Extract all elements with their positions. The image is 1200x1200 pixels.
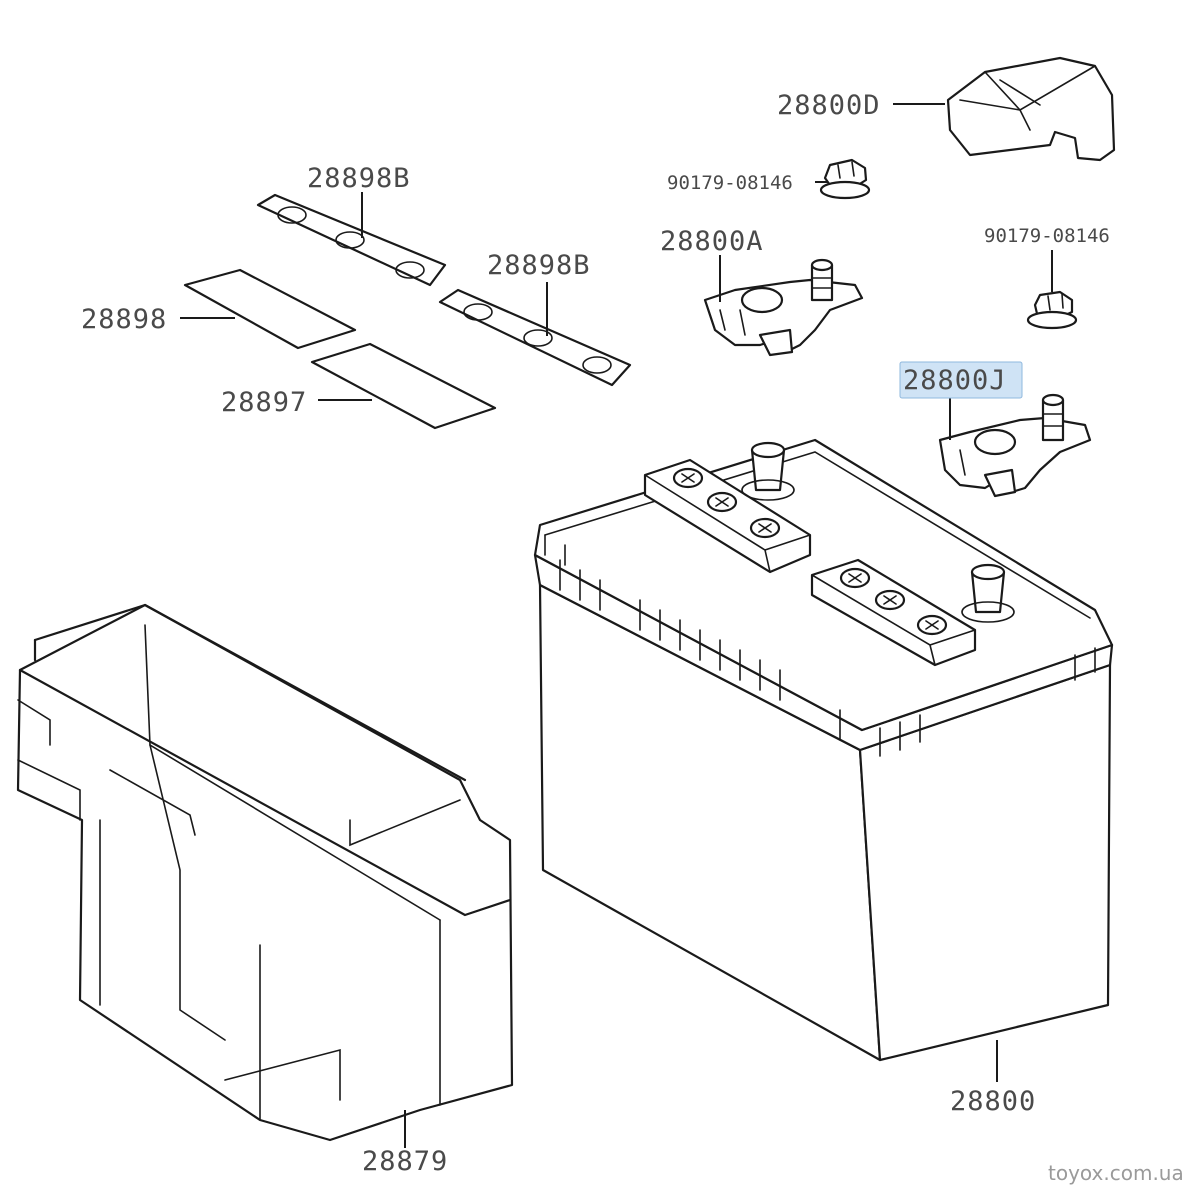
nut-upper[interactable] (819, 158, 871, 200)
label-battery[interactable]: 28800 (950, 1086, 1036, 1117)
label-tray[interactable]: 28879 (362, 1146, 448, 1177)
label-clamp-neg[interactable]: 28800A (660, 226, 764, 257)
nut-right[interactable] (1026, 290, 1078, 330)
terminal-cover[interactable] (946, 56, 1116, 162)
battery-tray[interactable] (16, 603, 514, 1142)
label-sheet-1[interactable]: 28898 (81, 304, 167, 335)
insulator-plate-2[interactable] (438, 288, 632, 387)
label-nut-upper[interactable]: 90179-08146 (667, 172, 793, 194)
label-plate-1[interactable]: 28898B (307, 163, 411, 194)
insulator-sheet-2[interactable] (310, 342, 497, 430)
battery[interactable] (533, 438, 1114, 1062)
label-cover[interactable]: 28800D (777, 90, 881, 121)
insulator-sheet-1[interactable] (183, 268, 357, 350)
label-sheet-2[interactable]: 28897 (221, 387, 307, 418)
terminal-clamp-negative[interactable] (703, 258, 864, 357)
label-plate-2[interactable]: 28898B (487, 250, 591, 281)
label-nut-right[interactable]: 90179-08146 (984, 225, 1110, 247)
label-clamp-pos[interactable]: 28800J (903, 365, 1007, 396)
terminal-clamp-positive[interactable] (938, 393, 1092, 498)
watermark: toyox.com.ua (1048, 1161, 1184, 1185)
insulator-plate-1[interactable] (256, 193, 447, 287)
highlight-box (899, 361, 1023, 399)
